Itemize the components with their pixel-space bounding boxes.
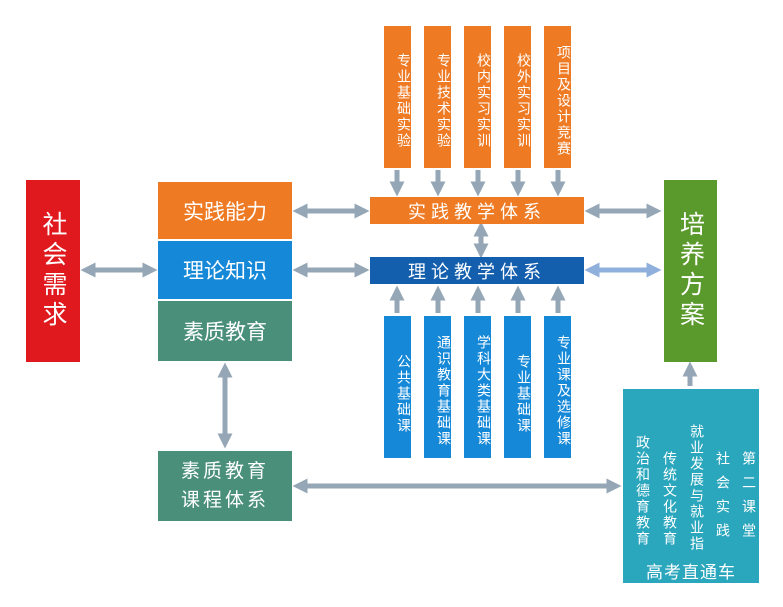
quality-item-4: 社会实践: [714, 451, 730, 547]
quality-course-system-box: 素质教育课程体系: [158, 451, 292, 521]
quality-items-panel: [623, 389, 759, 583]
theory-system-box: 理论教学体系: [370, 257, 584, 284]
quality-item-3: 就业发展与就业指: [688, 424, 704, 552]
theory-item-2: 通识教育基础课: [424, 316, 451, 458]
practice-item-2: 专业技术实验: [424, 26, 451, 168]
theory-item-5: 专业课及选修课: [544, 316, 571, 458]
social-demand-box: 社会需求: [26, 180, 80, 362]
quality-item-1: 政治和德育教育: [634, 435, 650, 547]
quality-item-5: 第二课堂: [740, 451, 756, 547]
practice-ability-box: 实践能力: [158, 182, 292, 239]
practice-system-box: 实践教学体系: [370, 197, 584, 224]
theory-item-4: 专业基础课: [504, 316, 531, 458]
practice-item-5: 项目及设计竞赛: [544, 26, 571, 168]
quality-item-2: 传统文化教育: [661, 451, 677, 547]
watermark-text: 高考直通车: [646, 563, 736, 583]
theory-knowledge-box: 理论知识: [158, 241, 292, 299]
practice-item-4: 校外实习实训: [504, 26, 531, 168]
quality-education-box: 素质教育: [158, 301, 292, 361]
training-plan-box: 培养方案: [664, 180, 717, 362]
practice-item-1: 专业基础实验: [384, 26, 411, 168]
theory-item-3: 学科大类基础课: [464, 316, 491, 458]
theory-item-1: 公共基础课: [384, 316, 411, 458]
practice-item-3: 校内实习实训: [464, 26, 491, 168]
